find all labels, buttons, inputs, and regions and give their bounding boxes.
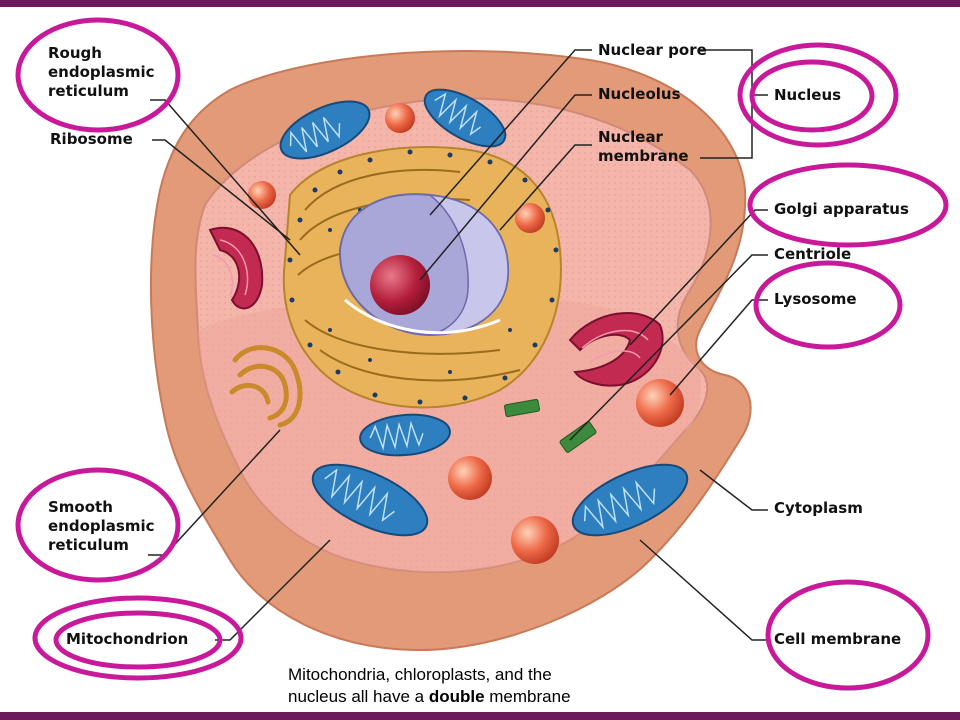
label-golgi: Golgi apparatus (774, 200, 909, 218)
ring-cell-membrane (765, 579, 931, 691)
label-smooth-er-line1: Smooth (48, 498, 113, 516)
label-ribosome: Ribosome (50, 130, 133, 148)
label-nuclear-pore: Nuclear pore (598, 41, 707, 59)
mitochondria-shapes (279, 88, 689, 537)
label-rough-er-line2: endoplasmic (48, 63, 155, 81)
label-smooth-er-line2: endoplasmic (48, 517, 155, 535)
caption-line2: nucleus all have a double membrane (288, 686, 748, 708)
label-smooth-er: Smooth endoplasmic reticulum (48, 498, 155, 555)
centriole-shapes (504, 398, 597, 453)
label-rough-er: Rough endoplasmic reticulum (48, 44, 155, 101)
bottom-frame-bar (0, 712, 960, 720)
label-smooth-er-line3: reticulum (48, 536, 129, 554)
ring-rough-er (15, 17, 181, 133)
label-lysosome: Lysosome (774, 290, 857, 308)
label-mitochondrion: Mitochondrion (66, 630, 189, 648)
lysosome-shapes (248, 103, 684, 564)
highlight-rings (15, 17, 949, 691)
ring-smooth-er (15, 467, 181, 583)
ring-nucleus-inner (749, 59, 875, 133)
ring-mitochondrion-inner (53, 610, 223, 670)
label-cell-membrane: Cell membrane (774, 630, 902, 648)
top-frame-bar (0, 0, 960, 7)
label-rough-er-line1: Rough (48, 44, 102, 62)
label-centriole: Centriole (774, 245, 852, 263)
label-nucleolus: Nucleolus (598, 85, 681, 103)
caption-line2-bold: double (428, 687, 485, 706)
leader-lines (148, 49, 768, 641)
label-nuclear-membrane-line2: membrane (598, 147, 689, 165)
label-nucleus: Nucleus (774, 86, 842, 104)
caption-line2-pre: nucleus all have a (288, 687, 429, 706)
label-nuclear-membrane-line1: Nuclear (598, 128, 663, 146)
label-nuclear-membrane: Nuclear membrane (598, 128, 689, 166)
golgi-shapes (208, 226, 664, 387)
label-rough-er-line3: reticulum (48, 82, 129, 100)
caption: Mitochondria, chloroplasts, and the nucl… (288, 664, 748, 708)
ring-lysosome (753, 260, 903, 350)
smooth-er-shape (229, 345, 303, 428)
ring-mitochondrion-outer (32, 595, 244, 681)
ring-nucleus-outer (737, 42, 899, 148)
label-cytoplasm: Cytoplasm (774, 499, 863, 517)
ring-golgi (747, 162, 949, 248)
caption-line2-post: membrane (484, 687, 571, 706)
nucleus-shape (338, 193, 510, 337)
caption-line1: Mitochondria, chloroplasts, and the (288, 665, 552, 684)
